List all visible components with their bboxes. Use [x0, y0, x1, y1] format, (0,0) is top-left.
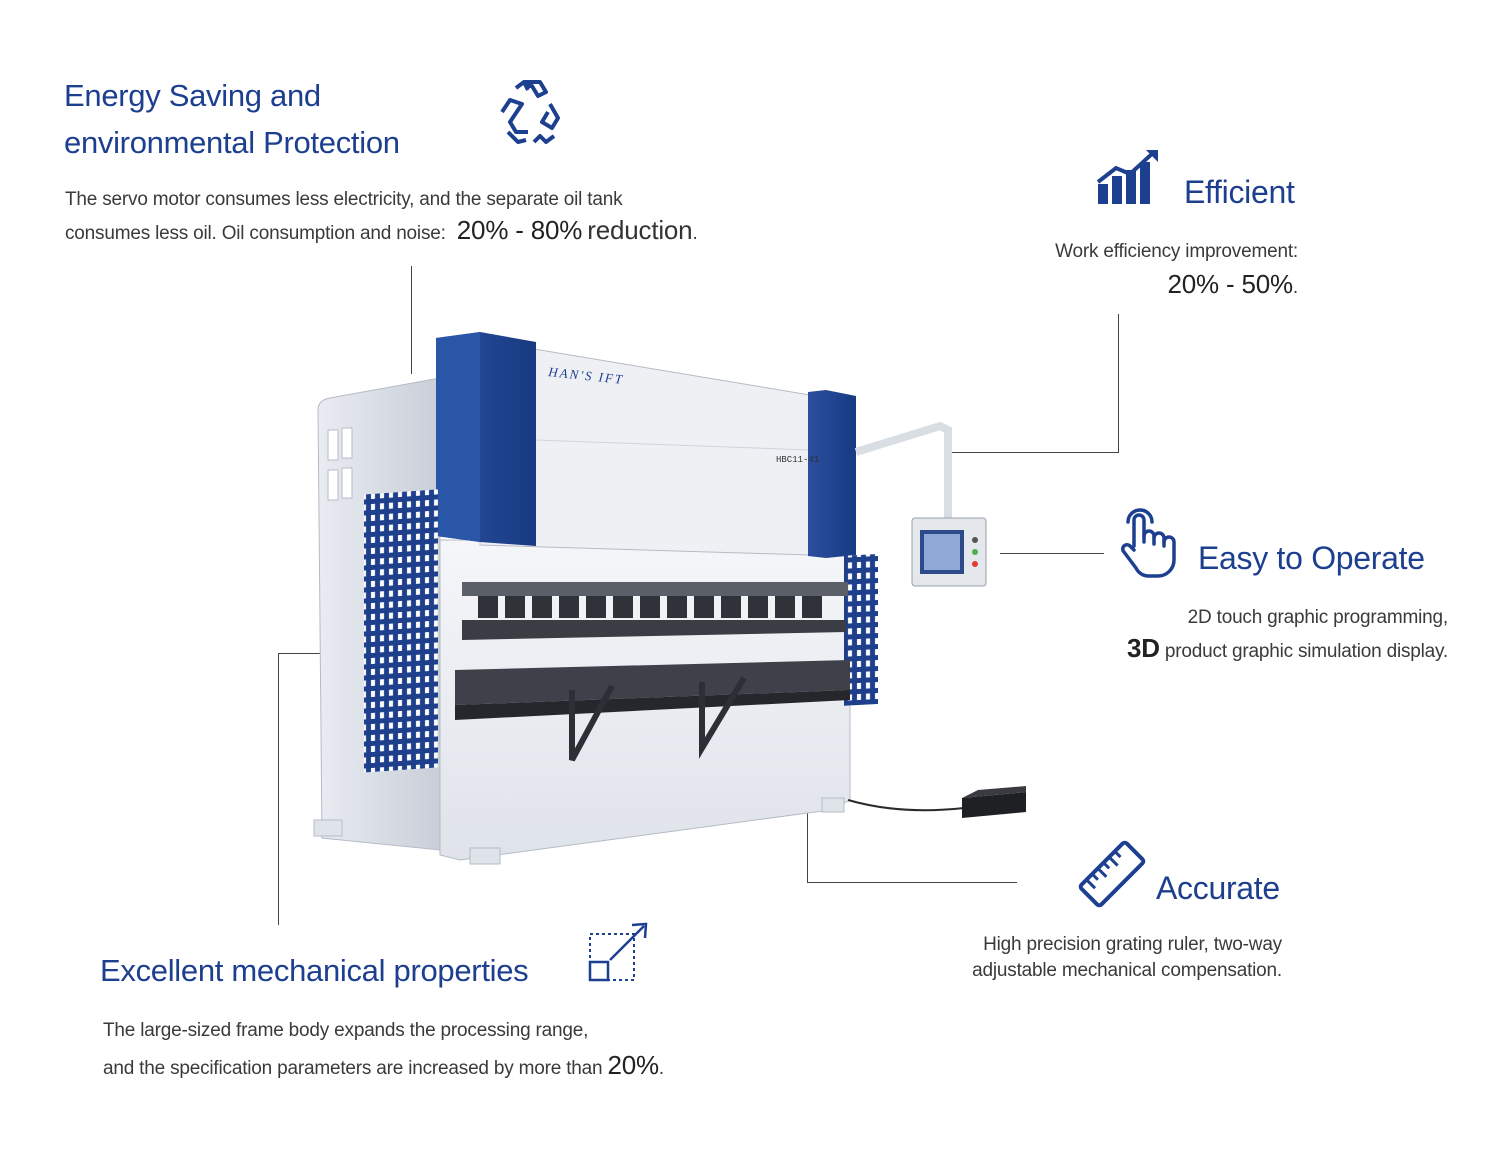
energy-description: The servo motor consumes less electricit… [65, 184, 698, 249]
front-support-arms [569, 676, 747, 762]
machine-model: HBC11-41 [776, 455, 819, 465]
accurate-desc-line1: High precision grating ruler, two-way [983, 934, 1282, 955]
energy-leader-line [411, 266, 412, 374]
easy-desc-line2: 3D product graphic simulation display. [1000, 633, 1448, 667]
energy-desc-end: . [692, 223, 698, 244]
easy-description: 2D touch graphic programming, 3D product… [1000, 602, 1448, 667]
efficient-leader-vertical [1118, 314, 1119, 453]
efficient-desc-line2: 20% - 50%. [960, 269, 1299, 303]
energy-desc-line2: consumes less oil. Oil consumption and n… [65, 215, 698, 249]
accurate-leader-vertical [807, 792, 808, 882]
energy-desc-suffix: reduction [587, 215, 693, 245]
efficient-desc-highlight: 20% - 50% [1167, 269, 1294, 299]
efficient-title: Efficient [1184, 174, 1295, 210]
foot-pedal-cable [847, 799, 965, 812]
accurate-description: High precision grating ruler, two-way ad… [900, 932, 1282, 984]
mechanical-description: The large-sized frame body expands the p… [103, 1014, 664, 1086]
mechanical-leader-vertical [278, 653, 279, 925]
mechanical-title: Excellent mechanical properties [100, 953, 529, 988]
mechanical-desc-highlight: 20% [607, 1050, 659, 1080]
upper-tool-holder [462, 582, 848, 596]
efficient-desc-line1: Work efficiency improvement: [1055, 241, 1298, 262]
control-arm [854, 421, 952, 520]
recycle-icon [494, 76, 570, 153]
energy-title-line1: Energy Saving and [64, 78, 321, 113]
touch-control-panel [911, 517, 987, 587]
energy-title-line2: environmental Protection [64, 125, 400, 160]
easy-desc-rest: product graphic simulation display. [1164, 641, 1448, 662]
left-perforated-guard [364, 489, 438, 773]
touch-hand-icon [1118, 506, 1184, 585]
accurate-leader-horizontal [807, 882, 1017, 883]
bar-chart-growth-icon [1096, 148, 1162, 211]
easy-title: Easy to Operate [1198, 540, 1425, 576]
ruler-icon [1074, 836, 1150, 917]
energy-desc-prefix: consumes less oil. Oil consumption and n… [65, 223, 446, 244]
accurate-desc-line2: adjustable mechanical compensation. [972, 960, 1282, 981]
easy-leader-line [1000, 553, 1104, 554]
efficient-desc-end: . [1292, 277, 1298, 298]
easy-desc-line1: 2D touch graphic programming, [1187, 607, 1449, 628]
energy-title: Energy Saving and environmental Protecti… [64, 72, 400, 166]
foot-pedal [962, 786, 1026, 818]
mechanical-desc-end: . [658, 1058, 665, 1079]
expand-arrow-icon [586, 922, 650, 989]
easy-desc-bold: 3D [1126, 633, 1160, 663]
mechanical-desc-prefix: and the specification parameters are inc… [103, 1058, 603, 1079]
efficient-leader-horizontal [948, 452, 1119, 453]
mechanical-desc-line2: and the specification parameters are inc… [103, 1048, 664, 1086]
energy-desc-line1: The servo motor consumes less electricit… [65, 189, 623, 210]
energy-desc-highlight: 20% - 80% [456, 215, 583, 245]
accurate-title: Accurate [1156, 870, 1280, 906]
side-foot [313, 819, 343, 837]
right-blue-column [808, 390, 856, 558]
side-frame-windows [327, 427, 353, 501]
mechanical-desc-line1: The large-sized frame body expands the p… [103, 1020, 589, 1041]
upper-punch-tools [478, 596, 822, 618]
right-perforated-guard [844, 553, 878, 706]
efficient-description: Work efficiency improvement: 20% - 50%. [960, 236, 1298, 303]
machine-feet [469, 847, 501, 865]
press-brake-machine-image: HAN'S IFT HBC11-41 [313, 332, 1026, 865]
